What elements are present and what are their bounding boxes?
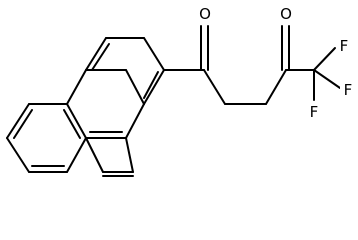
fluorine-label: F bbox=[344, 81, 353, 99]
ketone-oxygen-label: O bbox=[199, 5, 211, 23]
side-chain-bonds bbox=[163, 25, 341, 105]
atom-labels: O O F F F bbox=[196, 4, 356, 122]
ring-c-bonds bbox=[85, 37, 165, 105]
structure-diagram: O O F F F bbox=[6, 4, 356, 177]
ring-b-bonds bbox=[66, 69, 145, 177]
ketone-oxygen-label: O bbox=[280, 5, 292, 23]
ring-a-bonds bbox=[6, 103, 87, 173]
fluorine-label: F bbox=[310, 103, 319, 121]
fluorine-label: F bbox=[340, 37, 349, 55]
